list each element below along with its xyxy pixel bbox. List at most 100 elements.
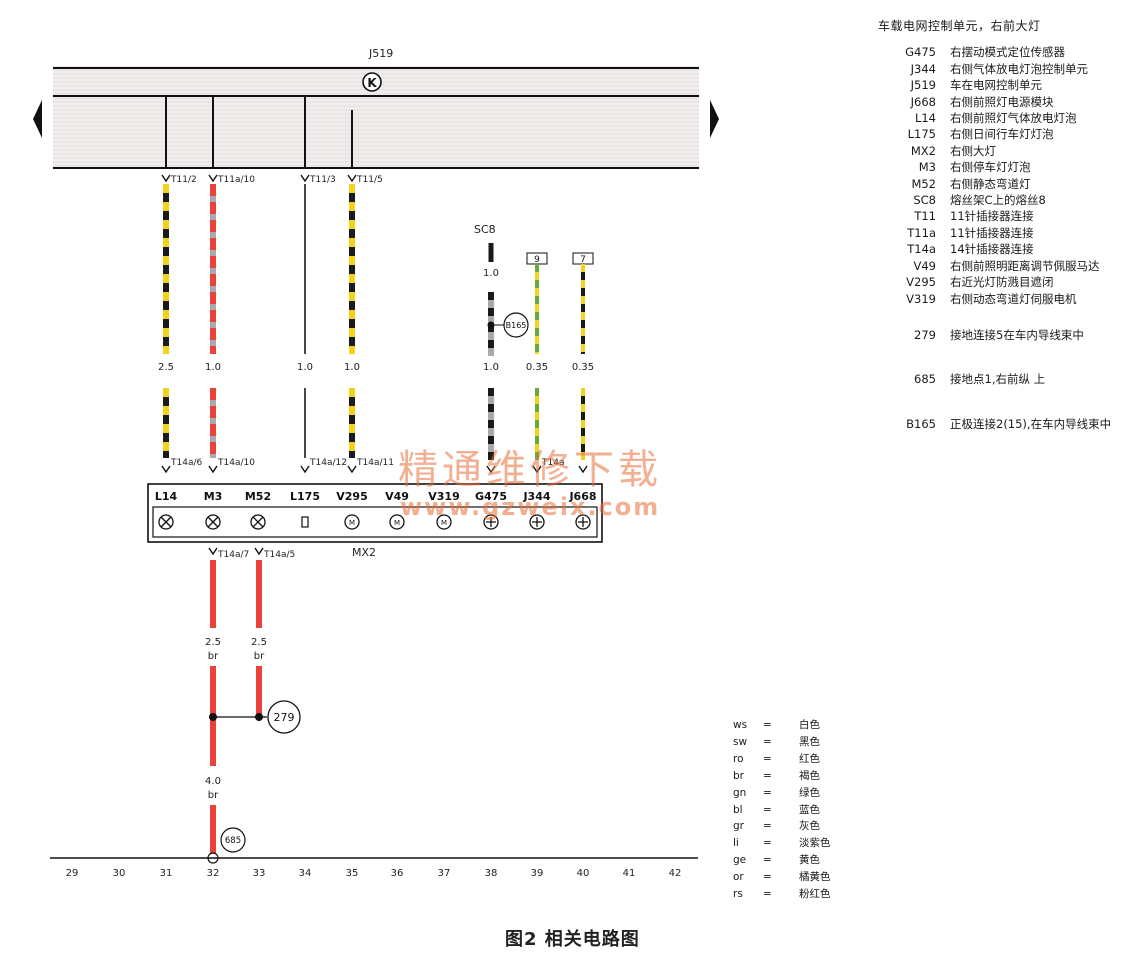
k-symbol-icon [362,72,382,92]
color-name: 淡紫色 [799,837,831,850]
node-279-label: 279 [274,711,295,724]
color-name: 白色 [799,719,820,731]
legend-row: V295 右近光灯防溅目遮闭 [878,274,1140,290]
ground-color-1: br [208,651,219,662]
color-abbr: bl [733,803,743,816]
color-abbr: ge [733,854,747,867]
legend-code: J519 [910,78,936,93]
color-eq: = [763,803,772,816]
legend-code: 685 [914,372,936,387]
color-name: 黑色 [799,735,820,748]
fuse-label: SC8 [474,223,496,236]
grid-number: 30 [113,868,126,879]
color-eq: = [763,871,772,884]
bottom-connector-arrows [208,547,264,556]
legend-code: V295 [906,275,936,290]
wire-size-m3: 1.0 [205,362,221,373]
legend-desc: 右侧动态弯道灯伺服电机 [950,291,1077,306]
legend-code: B165 [906,416,936,431]
legend-code: M3 [918,160,936,175]
wire-size-l175: 1.0 [297,362,313,373]
color-row: gr=灰色 [733,818,831,835]
lamp-icons [158,514,266,530]
legend-code: V49 [913,258,936,273]
legend-desc: 右侧停车灯灯泡 [950,160,1031,175]
grid-number: 38 [485,868,498,879]
legend-desc: 右侧气体放电灯泡控制单元 [950,61,1088,76]
node-b165 [503,312,529,338]
legend-desc: 11针插接器连接 [950,225,1034,240]
node-685 [220,827,246,853]
legend-code: L14 [914,111,936,126]
connector-t14a-12: T14a/12 [309,458,347,468]
wire-size-j668: 0.35 [572,362,594,373]
color-abbr: sw [733,735,748,748]
color-eq: = [763,769,772,782]
connector-t11a-10: T11a/10 [217,175,255,185]
legend-desc: 11针插接器连接 [950,209,1034,224]
color-name: 红色 [799,752,820,765]
legend-desc: 右近光灯防溅目遮闭 [950,275,1054,290]
label-v319: V319 [428,490,459,503]
color-eq: = [763,719,772,731]
k-symbol-label: K [367,76,377,90]
legend-desc: 右侧前照灯气体放电灯泡 [950,111,1077,126]
label-l175: L175 [290,490,320,503]
bus-label: J519 [368,47,393,60]
legend-code: M52 [911,176,936,191]
motor-icons [344,514,452,530]
grid-number: 31 [160,868,173,879]
color-abbr: ro [733,752,744,765]
legend-code: T14a [907,242,936,257]
legend-code: G475 [905,45,936,60]
legend-code: MX2 [910,143,936,158]
legend-desc: 熔丝架C上的熔丝8 [950,193,1046,208]
legend-row: J519 车在电网控制单元 [878,77,1140,93]
node-b165-label: B165 [506,321,527,330]
color-eq: = [763,786,772,799]
color-row: gn=绿色 [733,785,831,802]
sensor-icons [483,514,591,530]
grid-number: 37 [438,868,451,879]
label-j344: J344 [522,490,550,503]
legend-desc: 接地连接5在车内导线束中 [950,327,1084,342]
lower-connector-arrows [161,465,588,474]
label-l14: L14 [155,490,178,503]
color-eq: = [763,820,772,833]
color-eq: = [763,837,772,850]
label-j668: J668 [568,490,596,503]
module-component-labels: L14 M3 M52 L175 V295 V49 V319 G475 J344 … [155,490,597,503]
connector-t14a-7: T14a/7 [217,550,249,560]
color-abbr: br [733,769,744,782]
left-arrow-icon [33,100,42,138]
connector-t11-2: T11/2 [170,175,197,185]
color-row: ge=黄色 [733,852,831,869]
grid-number: 42 [669,868,682,879]
color-row: br=褐色 [733,768,831,785]
svg-text:M: M [441,519,447,527]
grid-number: 35 [346,868,359,879]
legend-desc: 车在电网控制单元 [950,78,1042,93]
color-name: 粉红色 [799,888,831,901]
wire-size-v295: 1.0 [344,362,360,373]
svg-text:M: M [394,519,400,527]
wire-size-j344: 0.35 [526,362,548,373]
ground-size-3: 4.0 [205,776,221,787]
color-eq: = [763,854,772,867]
ground-color-3: br [208,790,219,801]
legend-row: M3 右侧停车灯灯泡 [878,159,1140,175]
grid-number: 40 [577,868,590,879]
legend-code: T11 [914,209,936,224]
legend-title: 车载电网控制单元，右前大灯 [878,19,1041,33]
ground-size-2: 2.5 [251,637,267,648]
